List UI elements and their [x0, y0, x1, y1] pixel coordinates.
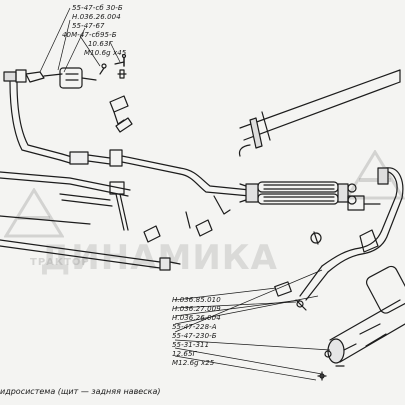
- watermark-brand: ДИНАМИКА: [40, 238, 278, 278]
- callout-top-6: М10.6g х45: [84, 49, 127, 57]
- callout-bottom-2: Н.036.27.009: [172, 305, 221, 313]
- lower-small-fittings: [213, 195, 345, 381]
- left-lower-tubes: [0, 171, 181, 271]
- callout-bottom-1: Н.036.85.010: [172, 296, 221, 304]
- callout-top-1: 55-47-сб 30-Б: [72, 4, 123, 12]
- callout-bottom-5: 55-47-230-Б: [172, 332, 217, 340]
- figure-caption: идросистема (щит — задняя навеска): [0, 387, 161, 396]
- callout-top-3: 55-47-67: [72, 22, 105, 30]
- upper-right-long-pipe: [238, 69, 401, 157]
- watermark-sub: ТРАКТОР: [30, 257, 90, 268]
- callout-bottom-8: М12.6g х25: [172, 359, 215, 367]
- left-main-tubes: [9, 81, 251, 197]
- leader-lines: [39, 7, 331, 381]
- callout-bottom-3: Н.036.26.004: [172, 314, 221, 322]
- callout-bottom-4: 55-47-228-А: [172, 323, 217, 331]
- middle-hose-assembly: [239, 181, 357, 205]
- lift-cylinder: [327, 265, 405, 364]
- clamps: [109, 95, 213, 243]
- right-loop-tubes: [299, 167, 404, 301]
- callout-bottom-7: 12.65Г: [172, 350, 197, 358]
- top-left-fitting-cluster: [3, 61, 127, 89]
- top-small-parts: [121, 53, 127, 67]
- callout-top-4: 40М-47-сб95-Б: [62, 31, 117, 39]
- callout-bottom-6: 55-31-311: [172, 341, 210, 349]
- callout-top-5: 10.63Г: [88, 40, 113, 48]
- callout-top-2: Н.036.26.004: [72, 13, 121, 21]
